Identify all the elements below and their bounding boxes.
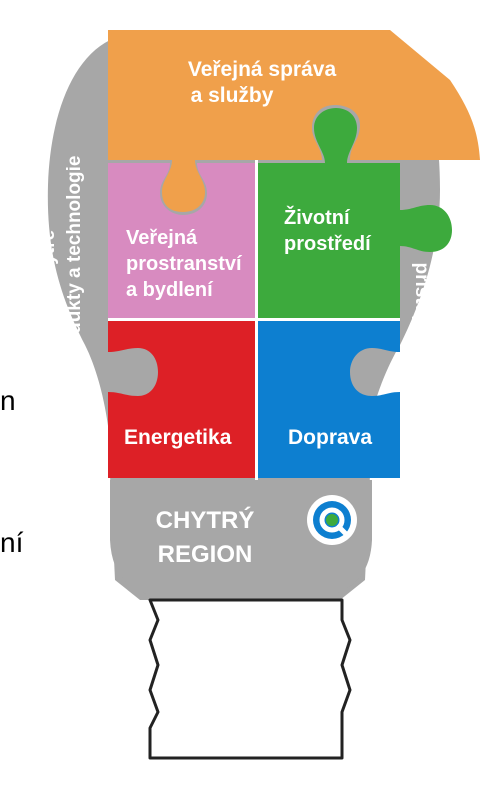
section-verejna-prostranstvi [108, 163, 255, 318]
bulb-socket-outline [148, 598, 352, 760]
section-energetika [108, 321, 255, 478]
section-label-energetika: Energetika [124, 426, 232, 449]
edge-text-2: ní [0, 527, 24, 558]
section-verejna-sprava [108, 30, 480, 212]
edge-text-1: n [0, 385, 16, 416]
section-label-verejna-prostranstvi-2: prostranství [126, 253, 243, 275]
section-label-verejna-sprava-1: Veřejná správa [188, 58, 337, 81]
section-label-doprava: Doprava [288, 426, 372, 449]
section-label-zivotni-prostredi-1: Životní [284, 205, 351, 229]
section-doprava [258, 321, 400, 478]
side-label-left-1: Chytré [38, 230, 59, 290]
section-zivotni-prostredi [258, 108, 452, 318]
side-label-left-2: produkty a technologie [64, 155, 85, 364]
section-label-verejna-prostranstvi-3: a bydlení [126, 279, 214, 301]
section-label-verejna-sprava-2: a služby [191, 84, 274, 107]
section-label-verejna-prostranstvi-1: Veřejná [126, 227, 198, 249]
side-label-right-2: přístupy [411, 263, 432, 338]
side-label-right-1: Chytré [437, 270, 458, 330]
bulb-base-region [110, 480, 372, 595]
base-label-2: REGION [158, 541, 253, 568]
magnifier-q-icon [307, 495, 357, 545]
base-label-1: CHYTRÝ [156, 506, 255, 534]
section-label-zivotni-prostredi-2: prostředí [284, 233, 372, 255]
